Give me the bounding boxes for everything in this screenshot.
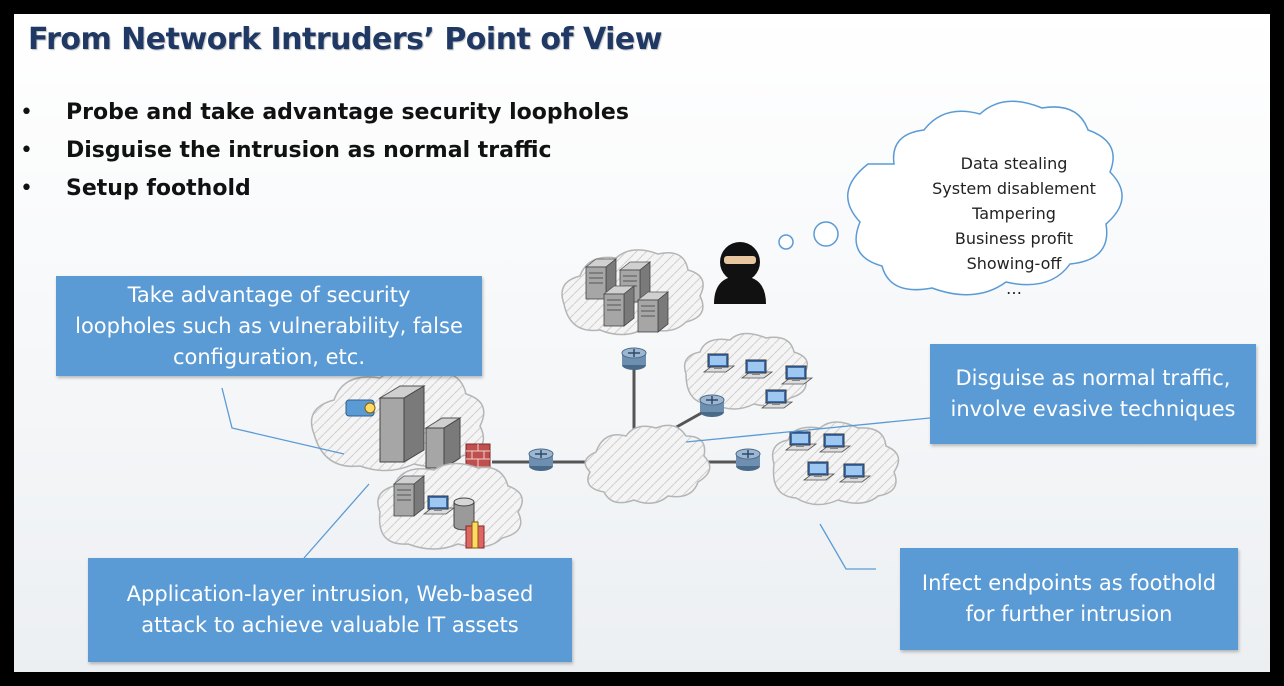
slide-title: From Network Intruders’ Point of View bbox=[28, 22, 663, 57]
thought-line: System disablement bbox=[932, 179, 1096, 198]
bullet-item: •Disguise the intrusion as normal traffi… bbox=[20, 138, 552, 163]
office-building-icon bbox=[378, 385, 462, 469]
hacker-icon bbox=[714, 242, 766, 304]
slide: From Network Intruders’ Point of View •P… bbox=[14, 14, 1270, 672]
bullet-dot: • bbox=[20, 100, 33, 125]
callout-app-layer: Application-layer intrusion, Web-based a… bbox=[88, 558, 572, 662]
router-icon bbox=[699, 394, 725, 418]
network-diagram bbox=[221, 100, 1123, 570]
thought-text: Data stealing System disablement Tamperi… bbox=[914, 151, 1114, 301]
camera-icon bbox=[345, 399, 376, 417]
callout-endpoints: Infect endpoints as foothold for further… bbox=[900, 548, 1238, 650]
router-icon bbox=[735, 448, 761, 472]
bullet-list: •Probe and take advantage security looph… bbox=[20, 100, 629, 214]
bullet-dot: • bbox=[20, 176, 33, 201]
callout-leader-lines bbox=[221, 387, 931, 570]
thought-line: Data stealing bbox=[960, 154, 1068, 173]
callout-loopholes: Take advantage of security loopholes suc… bbox=[56, 276, 482, 376]
server-icon bbox=[393, 475, 425, 517]
bullet-item: •Setup foothold bbox=[20, 176, 251, 201]
bullet-item: •Probe and take advantage security looph… bbox=[20, 100, 629, 125]
router-icon bbox=[621, 347, 647, 371]
thought-line: Tampering bbox=[972, 204, 1056, 223]
callout-disguise: Disguise as normal traffic, involve evas… bbox=[930, 344, 1256, 444]
bullet-dot: • bbox=[20, 138, 33, 163]
thought-line: … bbox=[1006, 279, 1022, 298]
database-icon bbox=[453, 497, 485, 549]
internet-cloud bbox=[584, 424, 711, 504]
thought-bubble bbox=[778, 100, 1123, 296]
router-icon bbox=[528, 448, 554, 472]
thought-line: Showing-off bbox=[966, 254, 1062, 273]
thought-line: Business profit bbox=[954, 229, 1074, 248]
